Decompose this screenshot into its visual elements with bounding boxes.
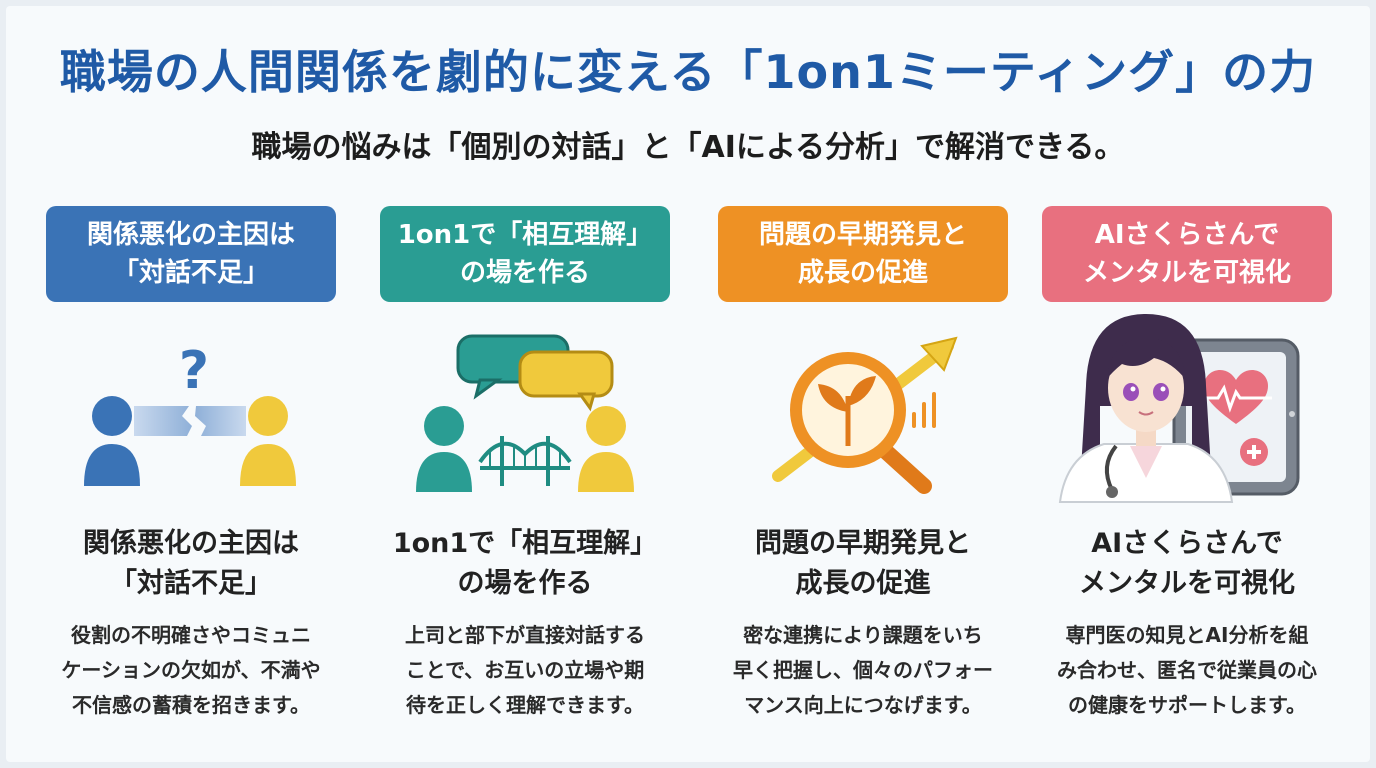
body-line-1: 上司と部下が直接対話する	[405, 623, 645, 647]
body-line-3: 待を正しく理解できます。	[406, 693, 644, 717]
heading-line-2: 成長の促進	[795, 568, 931, 599]
heading-line-2: 「対話不足」	[110, 568, 272, 599]
card-body: 上司と部下が直接対話する ことで、お互いの立場や期 待を正しく理解できます。	[370, 618, 680, 723]
heading-line-1: 1on1で「相互理解」	[392, 528, 658, 559]
card-body: 密な連携により課題をいち 早く把握し、個々のパフォー マンス向上につなげます。	[708, 618, 1018, 723]
card-ai-mental: AIさくらさんで メンタルを可視化	[1042, 206, 1332, 726]
badge-line-1: 関係悪化の主因は	[86, 220, 295, 250]
body-line-1: 専門医の知見とAI分析を組	[1065, 623, 1309, 647]
card-dialogue-shortage: 関係悪化の主因は 「対話不足」 ? 関係悪化の主因は 「対話不足」	[46, 206, 336, 726]
card-badge: AIさくらさんで メンタルを可視化	[1042, 206, 1332, 302]
people-bridge-chat-icon	[380, 326, 670, 516]
card-badge: 関係悪化の主因は 「対話不足」	[46, 206, 336, 302]
page-title: 職場の人間関係を劇的に変える「1on1ミーティング」の力	[59, 45, 1317, 99]
body-line-3: 不信感の蓄積を招きます。	[72, 693, 310, 717]
ai-doctor-tablet-heart-icon	[1042, 306, 1332, 506]
body-line-3: マンス向上につなげます。	[744, 693, 982, 717]
card-early-detection: 問題の早期発見と 成長の促進 問題の早期発見と 成長の促進	[718, 206, 1008, 726]
card-mutual-understanding: 1on1で「相互理解」 の場を作る	[380, 206, 670, 726]
badge-line-2: 「対話不足」	[112, 258, 269, 288]
page-subtitle: 職場の悩みは「個別の対話」と「AIによる分析」で解消できる。	[251, 130, 1125, 165]
card-heading: 1on1で「相互理解」 の場を作る	[370, 524, 680, 604]
body-line-3: の健康をサポートします。	[1068, 693, 1306, 717]
body-line-2: 早く把握し、個々のパフォー	[733, 658, 993, 682]
body-line-2: ことで、お互いの立場や期	[405, 658, 645, 682]
heading-line-1: 問題の早期発見と	[755, 528, 971, 559]
card-badge: 1on1で「相互理解」 の場を作る	[380, 206, 670, 302]
badge-line-2: メンタルを可視化	[1082, 258, 1291, 288]
heading-line-2: の場を作る	[457, 568, 593, 599]
heading-line-2: メンタルを可視化	[1079, 568, 1295, 599]
body-line-2: み合わせ、匿名で従業員の心	[1057, 658, 1317, 682]
body-line-1: 密な連携により課題をいち	[743, 623, 983, 647]
badge-line-1: 問題の早期発見と	[758, 220, 967, 250]
card-heading: 関係悪化の主因は 「対話不足」	[36, 524, 346, 604]
heading-line-1: AIさくらさんで	[1091, 528, 1283, 559]
badge-line-1: 1on1で「相互理解」	[397, 220, 653, 250]
svg-text:?: ?	[179, 341, 209, 401]
heading-line-1: 関係悪化の主因は	[83, 528, 299, 559]
card-heading: AIさくらさんで メンタルを可視化	[1032, 524, 1342, 604]
magnifier-sprout-growth-icon	[718, 326, 1008, 516]
card-body: 役割の不明確さやコミュニ ケーションの欠如が、不満や 不信感の蓄積を招きます。	[36, 618, 346, 723]
body-line-2: ケーションの欠如が、不満や	[61, 658, 321, 682]
body-line-1: 役割の不明確さやコミュニ	[71, 623, 311, 647]
badge-line-1: AIさくらさんで	[1094, 220, 1280, 250]
badge-line-2: 成長の促進	[797, 258, 928, 288]
card-heading: 問題の早期発見と 成長の促進	[708, 524, 1018, 604]
slide: 職場の人間関係を劇的に変える「1on1ミーティング」の力 職場の悩みは「個別の対…	[6, 6, 1370, 762]
two-people-question-icon: ?	[46, 326, 336, 516]
card-body: 専門医の知見とAI分析を組 み合わせ、匿名で従業員の心 の健康をサポートします。	[1032, 618, 1342, 723]
card-badge: 問題の早期発見と 成長の促進	[718, 206, 1008, 302]
badge-line-2: の場を作る	[459, 258, 590, 288]
